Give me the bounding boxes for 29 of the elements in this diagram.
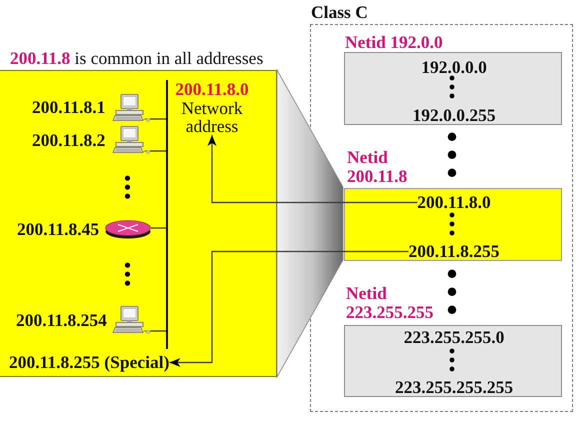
connector-line	[150, 118, 166, 120]
netid-heading: Netid 223.255.255	[346, 284, 434, 322]
computer-icon	[112, 126, 150, 154]
connector-line	[151, 227, 166, 229]
ip-address: 200.11.8.1	[32, 98, 106, 116]
panel-heading: 200.11.8 is common in all addresses	[10, 49, 264, 68]
router-icon	[105, 220, 151, 239]
ip-address: 192.0.0.255	[412, 106, 496, 125]
network-address: 200.11.8.0	[175, 80, 249, 99]
ip-address: 200.11.8.255	[408, 242, 500, 261]
netid-heading: Netid 200.11.8	[347, 148, 408, 186]
ip-address: 200.11.8.45	[17, 220, 100, 238]
ip-address: 200.11.8.254	[16, 310, 107, 330]
computer-icon	[112, 94, 150, 122]
address-caption: Network address	[181, 99, 243, 135]
ip-address: 200.11.8.2	[32, 130, 106, 150]
arrow	[169, 250, 408, 367]
ip-address: 200.11.8.0	[417, 193, 491, 212]
ip-address: 200.11.8.255 (Special)	[9, 353, 170, 372]
connector-line	[150, 150, 166, 152]
class-heading: Class C	[311, 3, 368, 22]
ip-address: 223.255.255.255	[394, 378, 514, 397]
arrow	[208, 135, 418, 204]
ip-address: 223.255.255.0	[404, 328, 504, 347]
ip-address: 192.0.0.0	[421, 58, 487, 77]
netid-heading: Netid 192.0.0	[345, 33, 443, 52]
computer-icon	[112, 306, 150, 334]
bus-line	[166, 80, 168, 349]
connector-line	[150, 330, 166, 332]
